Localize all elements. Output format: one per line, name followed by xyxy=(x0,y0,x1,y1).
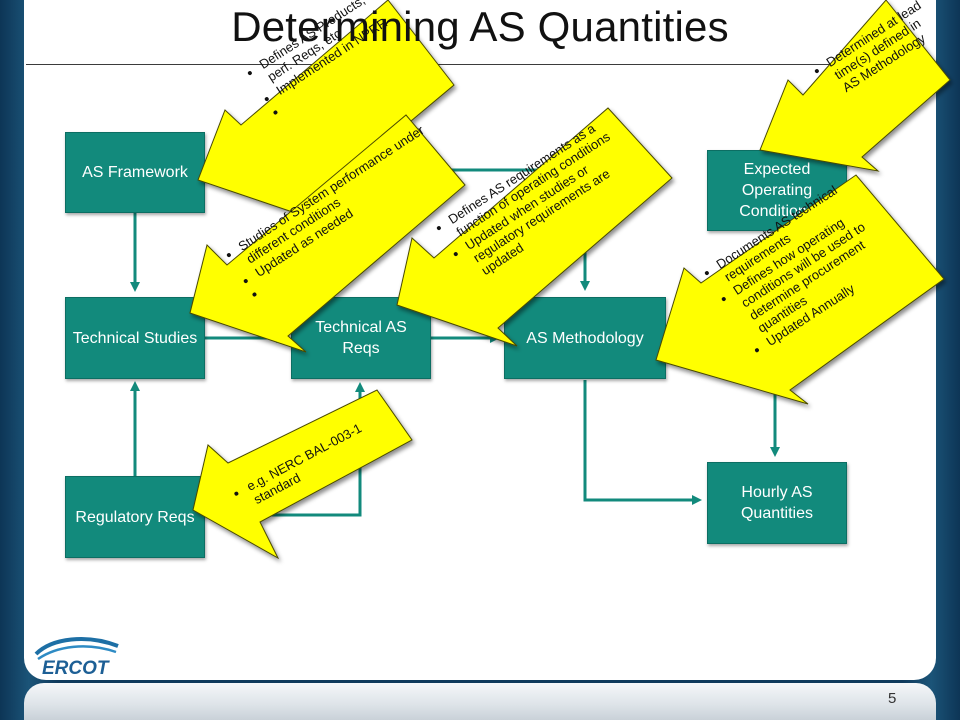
slide-title: Determining AS Quantities xyxy=(231,3,729,50)
box-regulatory-reqs: Regulatory Reqs xyxy=(65,476,205,558)
callout-arrow-methodology xyxy=(655,174,945,405)
ercot-logo-text: ERCOT xyxy=(42,658,110,679)
box-technical-studies: Technical Studies xyxy=(65,297,205,379)
box-as-framework: AS Framework xyxy=(65,132,205,213)
page-number: 5 xyxy=(888,690,897,707)
box-as-methodology: AS Methodology xyxy=(504,297,666,379)
ercot-logo: ERCOT xyxy=(34,637,119,679)
callout-arrow-studies xyxy=(189,114,466,353)
callout-arrow-tech-reqs xyxy=(396,107,673,347)
callout-arrow-lead-time xyxy=(759,0,951,172)
box-expected-operating-conditions: Expected Operating Conditions xyxy=(707,150,847,231)
title-divider xyxy=(26,64,936,65)
connector-methodology-to-hourly xyxy=(583,380,702,505)
callout-arrow-nerc xyxy=(192,389,413,560)
box-hourly-as-quantities: Hourly AS Quantities xyxy=(707,462,847,544)
footer-bar xyxy=(24,683,936,720)
